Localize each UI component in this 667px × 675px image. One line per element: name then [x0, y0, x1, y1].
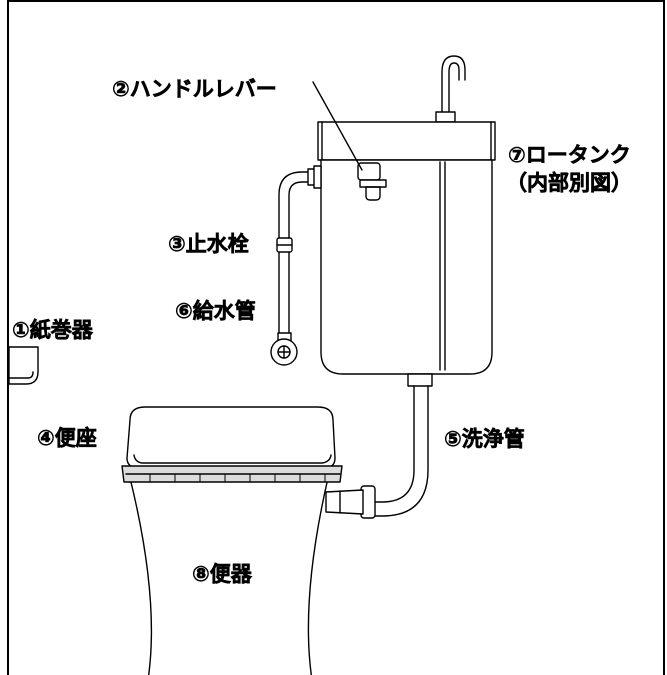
- label-flush-pipe: ⑤洗浄管: [444, 427, 525, 451]
- label-stop-valve: ③止水栓: [168, 232, 249, 256]
- paper-holder-drawing: [8, 346, 39, 385]
- handle-lever-drawing: [357, 162, 387, 201]
- label-low-tank: ⑦ロータンク: [508, 143, 631, 167]
- label-low-tank-note: （内部別図）: [506, 171, 632, 195]
- toilet-seat-drawing: [121, 406, 343, 483]
- low-tank-drawing: [317, 55, 496, 387]
- label-toilet-bowl: ⑧便器: [192, 562, 253, 586]
- diagram-border: [7, 0, 665, 675]
- label-paper-holder: ①紙巻器: [12, 318, 94, 342]
- supply-pipe-drawing: [270, 165, 322, 366]
- label-toilet-seat: ④便座: [37, 426, 97, 450]
- flush-pipe-drawing: [325, 385, 429, 519]
- label-supply-pipe: ⑥給水管: [175, 299, 256, 323]
- toilet-bowl-drawing: [129, 477, 329, 675]
- label-handle-lever: ②ハンドルレバー: [112, 77, 277, 101]
- handle-lever-leader-line: [312, 81, 363, 171]
